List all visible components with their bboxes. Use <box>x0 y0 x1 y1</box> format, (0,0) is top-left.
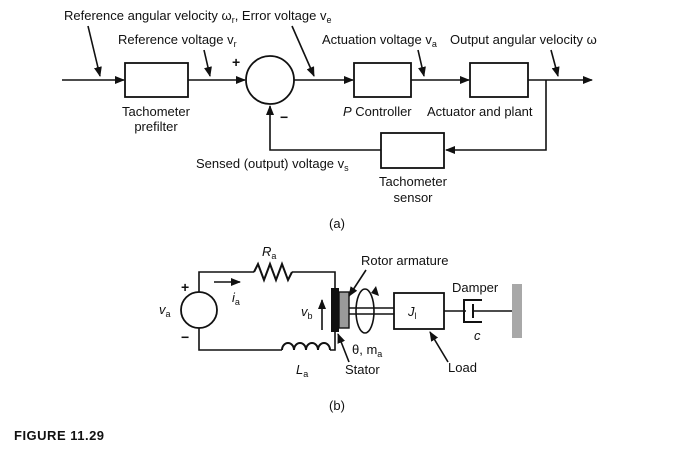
tachometer-sensor-block <box>380 132 445 169</box>
current-label: ia <box>232 290 240 307</box>
inductor-label: La <box>296 362 308 379</box>
sensor-label-line2: sensor <box>393 190 433 205</box>
rotor-armature-label: Rotor armature <box>361 253 448 268</box>
stator-pointer <box>337 333 350 363</box>
resistor-label: Ra <box>262 244 276 261</box>
actuation-label: Actuation voltage va <box>322 32 437 49</box>
source-voltage-label: va <box>159 302 171 319</box>
damper-cylinder <box>463 299 482 323</box>
source-plus-sign: + <box>181 279 189 295</box>
ref-velocity-label: Reference angular velocity ωr, Error vol… <box>64 8 331 25</box>
block-diagram-a: Reference angular velocity ωr, Error vol… <box>62 8 597 231</box>
pointer-output-velocity <box>550 49 560 77</box>
pointer-actuation <box>417 49 426 77</box>
sensed-voltage-label: Sensed (output) voltage vs <box>196 156 349 173</box>
caption-b: (b) <box>329 398 345 413</box>
wire-top-right <box>292 271 336 290</box>
inertia-label: Jl <box>407 304 417 321</box>
prefilter-label-line1: Tachometer <box>122 104 191 119</box>
prefilter-label-line2: prefilter <box>134 119 178 134</box>
controller-label: P Controller <box>343 104 412 119</box>
actuator-plant-block <box>469 62 529 98</box>
backemf-label: vb <box>301 304 313 321</box>
load-pointer <box>429 331 449 363</box>
ref-voltage-label: Reference voltage vr <box>118 32 237 49</box>
pointer-error-voltage <box>291 25 315 77</box>
wire-bottom-right <box>330 330 336 351</box>
stator-bar <box>331 288 339 332</box>
damping-coeff-label: c <box>474 328 481 343</box>
rotor-armature <box>338 291 350 329</box>
sensor-label-line1: Tachometer <box>379 174 448 189</box>
motor-diagram-b: + − va Ra ia La vb Jl <box>159 244 522 413</box>
minus-sign: − <box>280 109 288 125</box>
tachometer-prefilter-block <box>124 62 189 98</box>
feedback-take-off <box>445 80 547 154</box>
caption-a: (a) <box>329 216 345 231</box>
stator-label: Stator <box>345 362 380 377</box>
load-inertia-block <box>393 292 445 330</box>
p-controller-block <box>353 62 412 98</box>
source-minus-sign: − <box>181 329 189 345</box>
wire-top-left <box>198 271 254 292</box>
damper-label: Damper <box>452 280 499 295</box>
actuator-plant-label: Actuator and plant <box>427 104 533 119</box>
pointer-ref-velocity <box>87 25 102 77</box>
theta-label: θ, ma <box>352 342 382 359</box>
voltage-source <box>180 291 218 329</box>
rotation-ellipse <box>355 288 375 334</box>
pointer-ref-voltage <box>203 49 212 77</box>
wire-bottom-left <box>198 328 282 351</box>
load-label: Load <box>448 360 477 375</box>
summing-junction <box>245 55 295 105</box>
inductor <box>281 342 331 351</box>
fixed-wall <box>512 284 522 338</box>
output-velocity-label: Output angular velocity ω <box>450 32 597 47</box>
plus-sign: + <box>232 54 240 70</box>
figure-label: FIGURE 11.29 <box>14 428 105 443</box>
rotation-arrowhead <box>371 286 379 296</box>
resistor <box>253 261 293 283</box>
rotor-armature-pointer <box>348 269 367 297</box>
signal-sensed-voltage <box>266 105 381 151</box>
